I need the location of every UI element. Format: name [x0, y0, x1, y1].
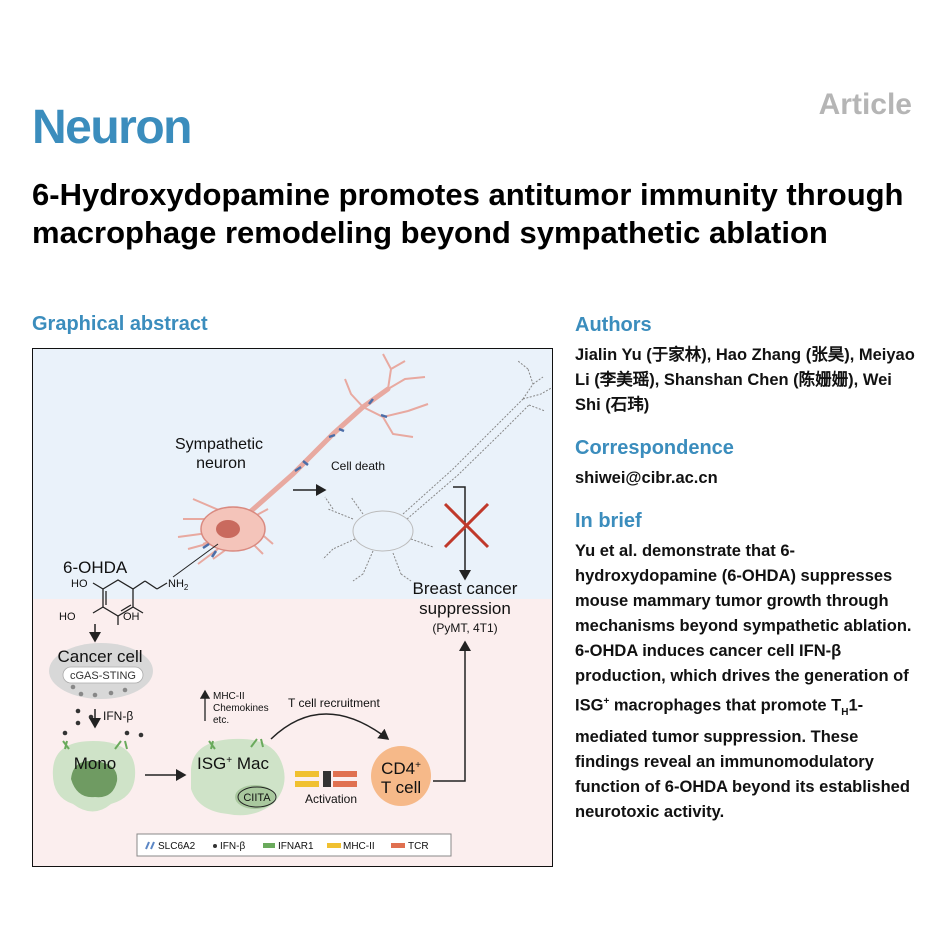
in-brief-heading: In brief	[575, 510, 642, 532]
cell-death-to-suppression-arrow	[453, 486, 471, 581]
activation-label: Activation	[305, 792, 357, 806]
dead-neuron-icon	[322, 360, 552, 582]
in-brief-text: Yu et al. demonstrate that 6-hydroxydopa…	[575, 542, 912, 821]
oh-label: OH	[123, 611, 140, 623]
sympathetic-neuron-icon	[177, 353, 429, 565]
monocyte-icon	[52, 740, 136, 812]
ciita-label: CIITA	[243, 792, 271, 804]
correspondence-heading: Correspondence	[575, 437, 734, 459]
legend-item-tcr: TCR	[391, 841, 429, 852]
authors-heading: Authors	[575, 314, 652, 336]
cgas-sting-label: cGAS-STING	[70, 670, 136, 682]
mhc-label-line3: etc.	[213, 715, 229, 726]
isg-mac-label: ISG+ Mac	[197, 754, 269, 773]
tcell-to-suppression-arrow	[433, 640, 471, 782]
tcell-label: T cell	[381, 778, 421, 797]
correspondence-email[interactable]: shiwei@cibr.ac.cn	[575, 469, 718, 487]
graphical-abstract-figure: Sympathetic neuron Cell death Breast can…	[33, 349, 552, 866]
6-ohda-structure-icon	[92, 579, 168, 625]
graphical-abstract: Sympathetic neuron Cell death Breast can…	[32, 348, 553, 867]
svg-text:MHC-II: MHC-II	[343, 841, 375, 852]
article-title: 6-Hydroxydopamine promotes antitumor imm…	[32, 177, 904, 250]
nh2-label: NH2	[168, 578, 189, 592]
article-type: Article	[818, 88, 912, 121]
graphical-abstract-heading: Graphical abstract	[32, 313, 208, 335]
legend-item-slc6a2: SLC6A2	[145, 841, 196, 852]
mhc-label-line1: MHC-II	[213, 691, 245, 702]
t-recruitment-label: T cell recruitment	[288, 696, 380, 710]
tumor-region-bg	[33, 599, 552, 866]
sidebar: Authors Jialin Yu (于家林), Hao Zhang (张昊),…	[575, 313, 915, 825]
ifn-beta-label: IFN-β	[103, 709, 133, 723]
correspondence-section: Correspondence shiwei@cibr.ac.cn	[575, 436, 915, 491]
sympathetic-label-line1: Sympathetic	[175, 436, 263, 453]
mhc-label-line2: Chemokines	[213, 703, 269, 714]
breast-cancer-line1: Breast cancer	[413, 579, 518, 598]
recruitment-arrow	[270, 713, 390, 740]
svg-text:SLC6A2: SLC6A2	[158, 841, 196, 852]
authors-section: Authors Jialin Yu (于家林), Hao Zhang (张昊),…	[575, 313, 915, 418]
sympathetic-label-line2: neuron	[196, 455, 246, 472]
mono-label: Mono	[74, 754, 117, 773]
in-brief-section: In brief Yu et al. demonstrate that 6-hy…	[575, 509, 915, 825]
legend-item-ifnar1: IFNAR1	[263, 841, 314, 852]
ciita-oval	[237, 786, 277, 808]
drug-label: 6-OHDA	[63, 558, 128, 577]
blocked-x-icon	[443, 502, 490, 549]
drug-to-neuron-connector	[172, 543, 219, 578]
cd4-label: CD4+	[381, 759, 421, 778]
isg-macrophage-icon	[191, 738, 285, 816]
svg-text:IFN-β: IFN-β	[220, 841, 245, 852]
cd4-tcell-icon	[371, 746, 431, 806]
svg-text:TCR: TCR	[408, 841, 429, 852]
svg-text:IFNAR1: IFNAR1	[278, 841, 314, 852]
tumor-models-label: (PyMT, 4T1)	[432, 621, 497, 635]
cancer-cell-icon	[49, 643, 153, 699]
legend-item-mhc2: MHC-II	[327, 841, 375, 852]
cell-death-label: Cell death	[331, 459, 385, 473]
breast-cancer-line2: suppression	[419, 599, 511, 618]
legend-box	[136, 833, 452, 857]
ho-bottom-label: HO	[59, 611, 76, 623]
legend-item-ifnb: IFN-β	[213, 841, 245, 852]
journal-logo: Neuron	[32, 101, 193, 154]
ho-top-label: HO	[71, 578, 88, 590]
authors-list: Jialin Yu (于家林), Hao Zhang (张昊), Meiyao …	[575, 346, 915, 414]
synapse-icon	[295, 771, 357, 787]
cancer-cell-label: Cancer cell	[57, 647, 142, 666]
